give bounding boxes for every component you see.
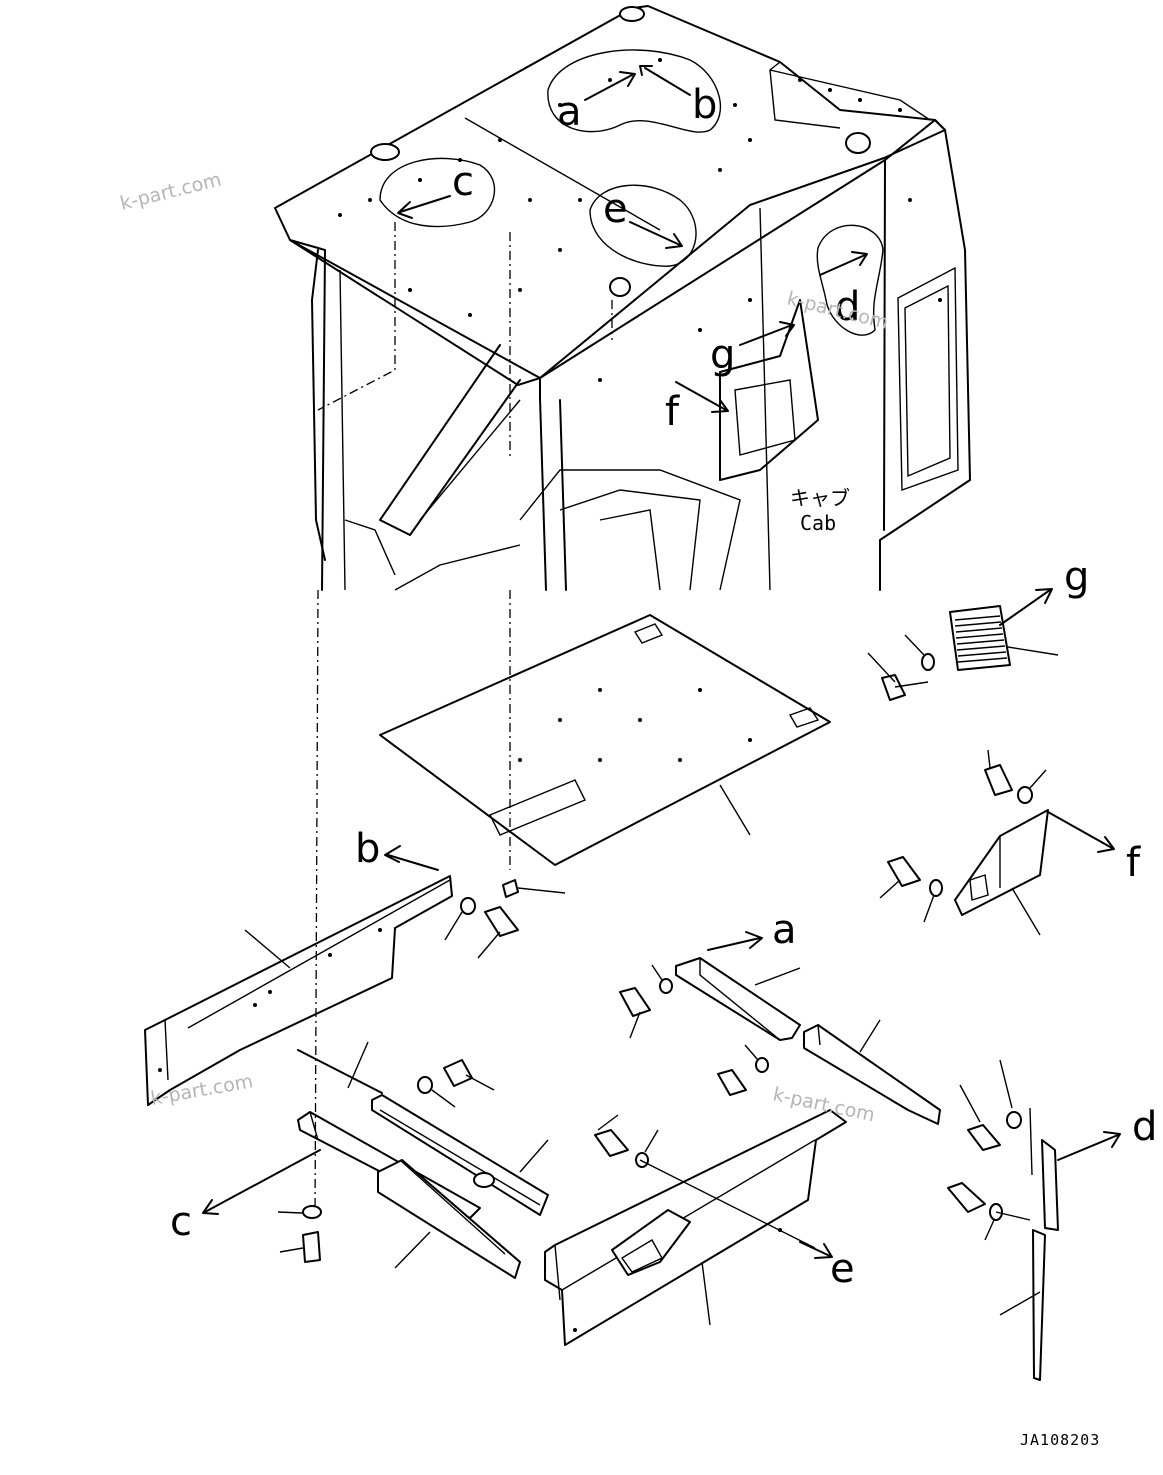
watermark-1: k-part.com	[118, 168, 224, 214]
strip	[297, 1049, 383, 1094]
label-f-cab: f	[665, 389, 680, 435]
cab-label-jp: キャブ	[790, 486, 850, 510]
drawing-code: JA108203	[1020, 1431, 1100, 1449]
lifting-eye-right	[845, 132, 871, 154]
label-c-roof: c	[452, 159, 474, 205]
label-c: c	[170, 1199, 192, 1245]
callout-blob-d	[816, 224, 884, 336]
callout-blob-e	[589, 184, 697, 267]
channel-a	[619, 931, 801, 1041]
cab-side-panel	[897, 266, 959, 491]
cab-right-wall	[879, 119, 971, 591]
lifting-eye-center	[609, 277, 631, 297]
label-b: b	[355, 826, 380, 872]
lifting-eye-left	[370, 143, 400, 161]
cab-label-en: Cab	[800, 511, 836, 535]
label-g: g	[1064, 554, 1089, 600]
channel-c-lower	[202, 589, 521, 1279]
callout-blob-ab	[547, 49, 721, 133]
channel-c-upper	[371, 1094, 549, 1216]
callout-blob-c	[379, 157, 496, 228]
label-a-roof: a	[557, 89, 582, 135]
label-f: f	[1126, 840, 1141, 886]
label-b-roof: b	[692, 82, 717, 128]
cab-assembly	[274, 5, 971, 591]
bracket-f	[879, 749, 1115, 936]
label-a: a	[772, 907, 797, 953]
bracket-e-upper	[717, 1019, 941, 1125]
rail-b	[144, 845, 519, 1106]
label-e-roof: e	[603, 186, 628, 232]
channel-c-main	[297, 1111, 481, 1219]
label-d: d	[1132, 1104, 1157, 1150]
label-e: e	[830, 1246, 855, 1292]
label-g-cab: g	[710, 332, 735, 378]
bracket-d	[947, 1059, 1121, 1381]
label-d-roof: d	[835, 284, 860, 330]
cab-floor-frame	[519, 469, 741, 591]
floor-bolt	[502, 879, 566, 898]
grille-cover	[867, 588, 1059, 701]
tray-e	[544, 1109, 847, 1346]
bolts-lower-left	[277, 1059, 495, 1263]
cab-rivets	[338, 58, 942, 382]
lifting-eye-top	[619, 6, 645, 22]
cab-left-wall	[289, 239, 326, 591]
floor-plate	[379, 590, 831, 870]
